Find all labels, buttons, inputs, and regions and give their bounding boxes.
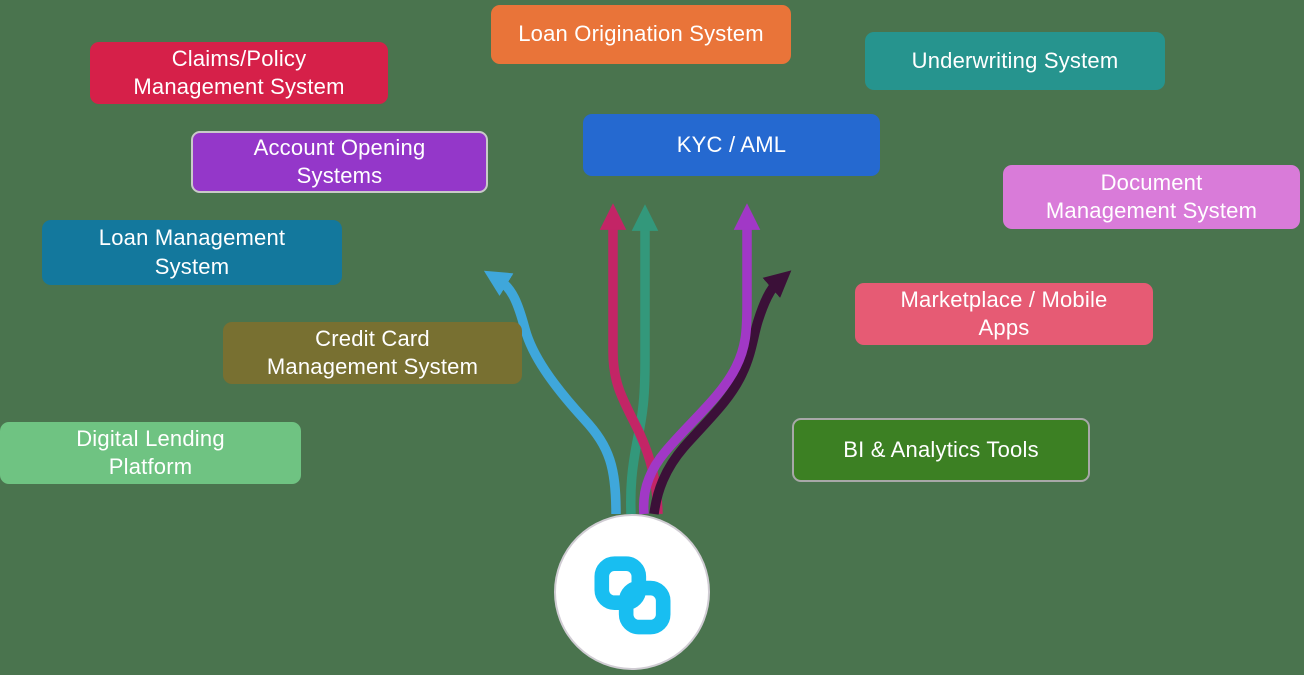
arrow-blue-up-left — [483, 270, 621, 515]
system-node-label: KYC / AML — [676, 131, 787, 157]
system-node-claims-policy-management-system: Claims/Policy Management System — [90, 42, 388, 104]
system-node-digital-lending-platform: Digital Lending Platform — [0, 422, 301, 484]
system-node-account-opening-systems: Account Opening Systems — [191, 131, 488, 193]
hub-circle — [554, 514, 710, 670]
chain-link-s-logo-icon — [594, 556, 671, 635]
system-node-label: Account Opening Systems — [253, 134, 426, 188]
arrow-purple-up — [638, 203, 761, 515]
system-node-marketplace-mobile-apps: Marketplace / Mobile Apps — [855, 283, 1153, 345]
arrow-teal-up — [626, 204, 659, 515]
system-node-label: Document Management System — [1045, 169, 1258, 223]
system-node-kyc-aml: KYC / AML — [583, 114, 880, 176]
system-node-label: Digital Lending Platform — [76, 425, 225, 479]
arrow-plum-up-right — [649, 270, 792, 515]
system-node-document-management-system: Document Management System — [1003, 165, 1300, 229]
system-node-label: Marketplace / Mobile Apps — [900, 286, 1108, 340]
system-node-loan-origination-system: Loan Origination System — [491, 5, 791, 64]
system-node-label: Underwriting System — [911, 47, 1119, 73]
system-node-label: Loan Origination System — [518, 21, 764, 47]
logo-lower-link — [618, 580, 671, 635]
system-node-bi-analytics-tools: BI & Analytics Tools — [792, 418, 1090, 482]
system-node-loan-management-system: Loan Management System — [42, 220, 342, 285]
system-node-label: BI & Analytics Tools — [843, 436, 1039, 462]
arrow-crimson-up — [599, 203, 663, 515]
system-node-label: Loan Management System — [98, 225, 286, 279]
system-node-label: Claims/Policy Management System — [133, 45, 345, 99]
system-node-credit-card-management-system: Credit Card Management System — [223, 322, 522, 384]
system-node-underwriting-system: Underwriting System — [865, 32, 1165, 90]
system-node-label: Credit Card Management System — [266, 325, 479, 379]
